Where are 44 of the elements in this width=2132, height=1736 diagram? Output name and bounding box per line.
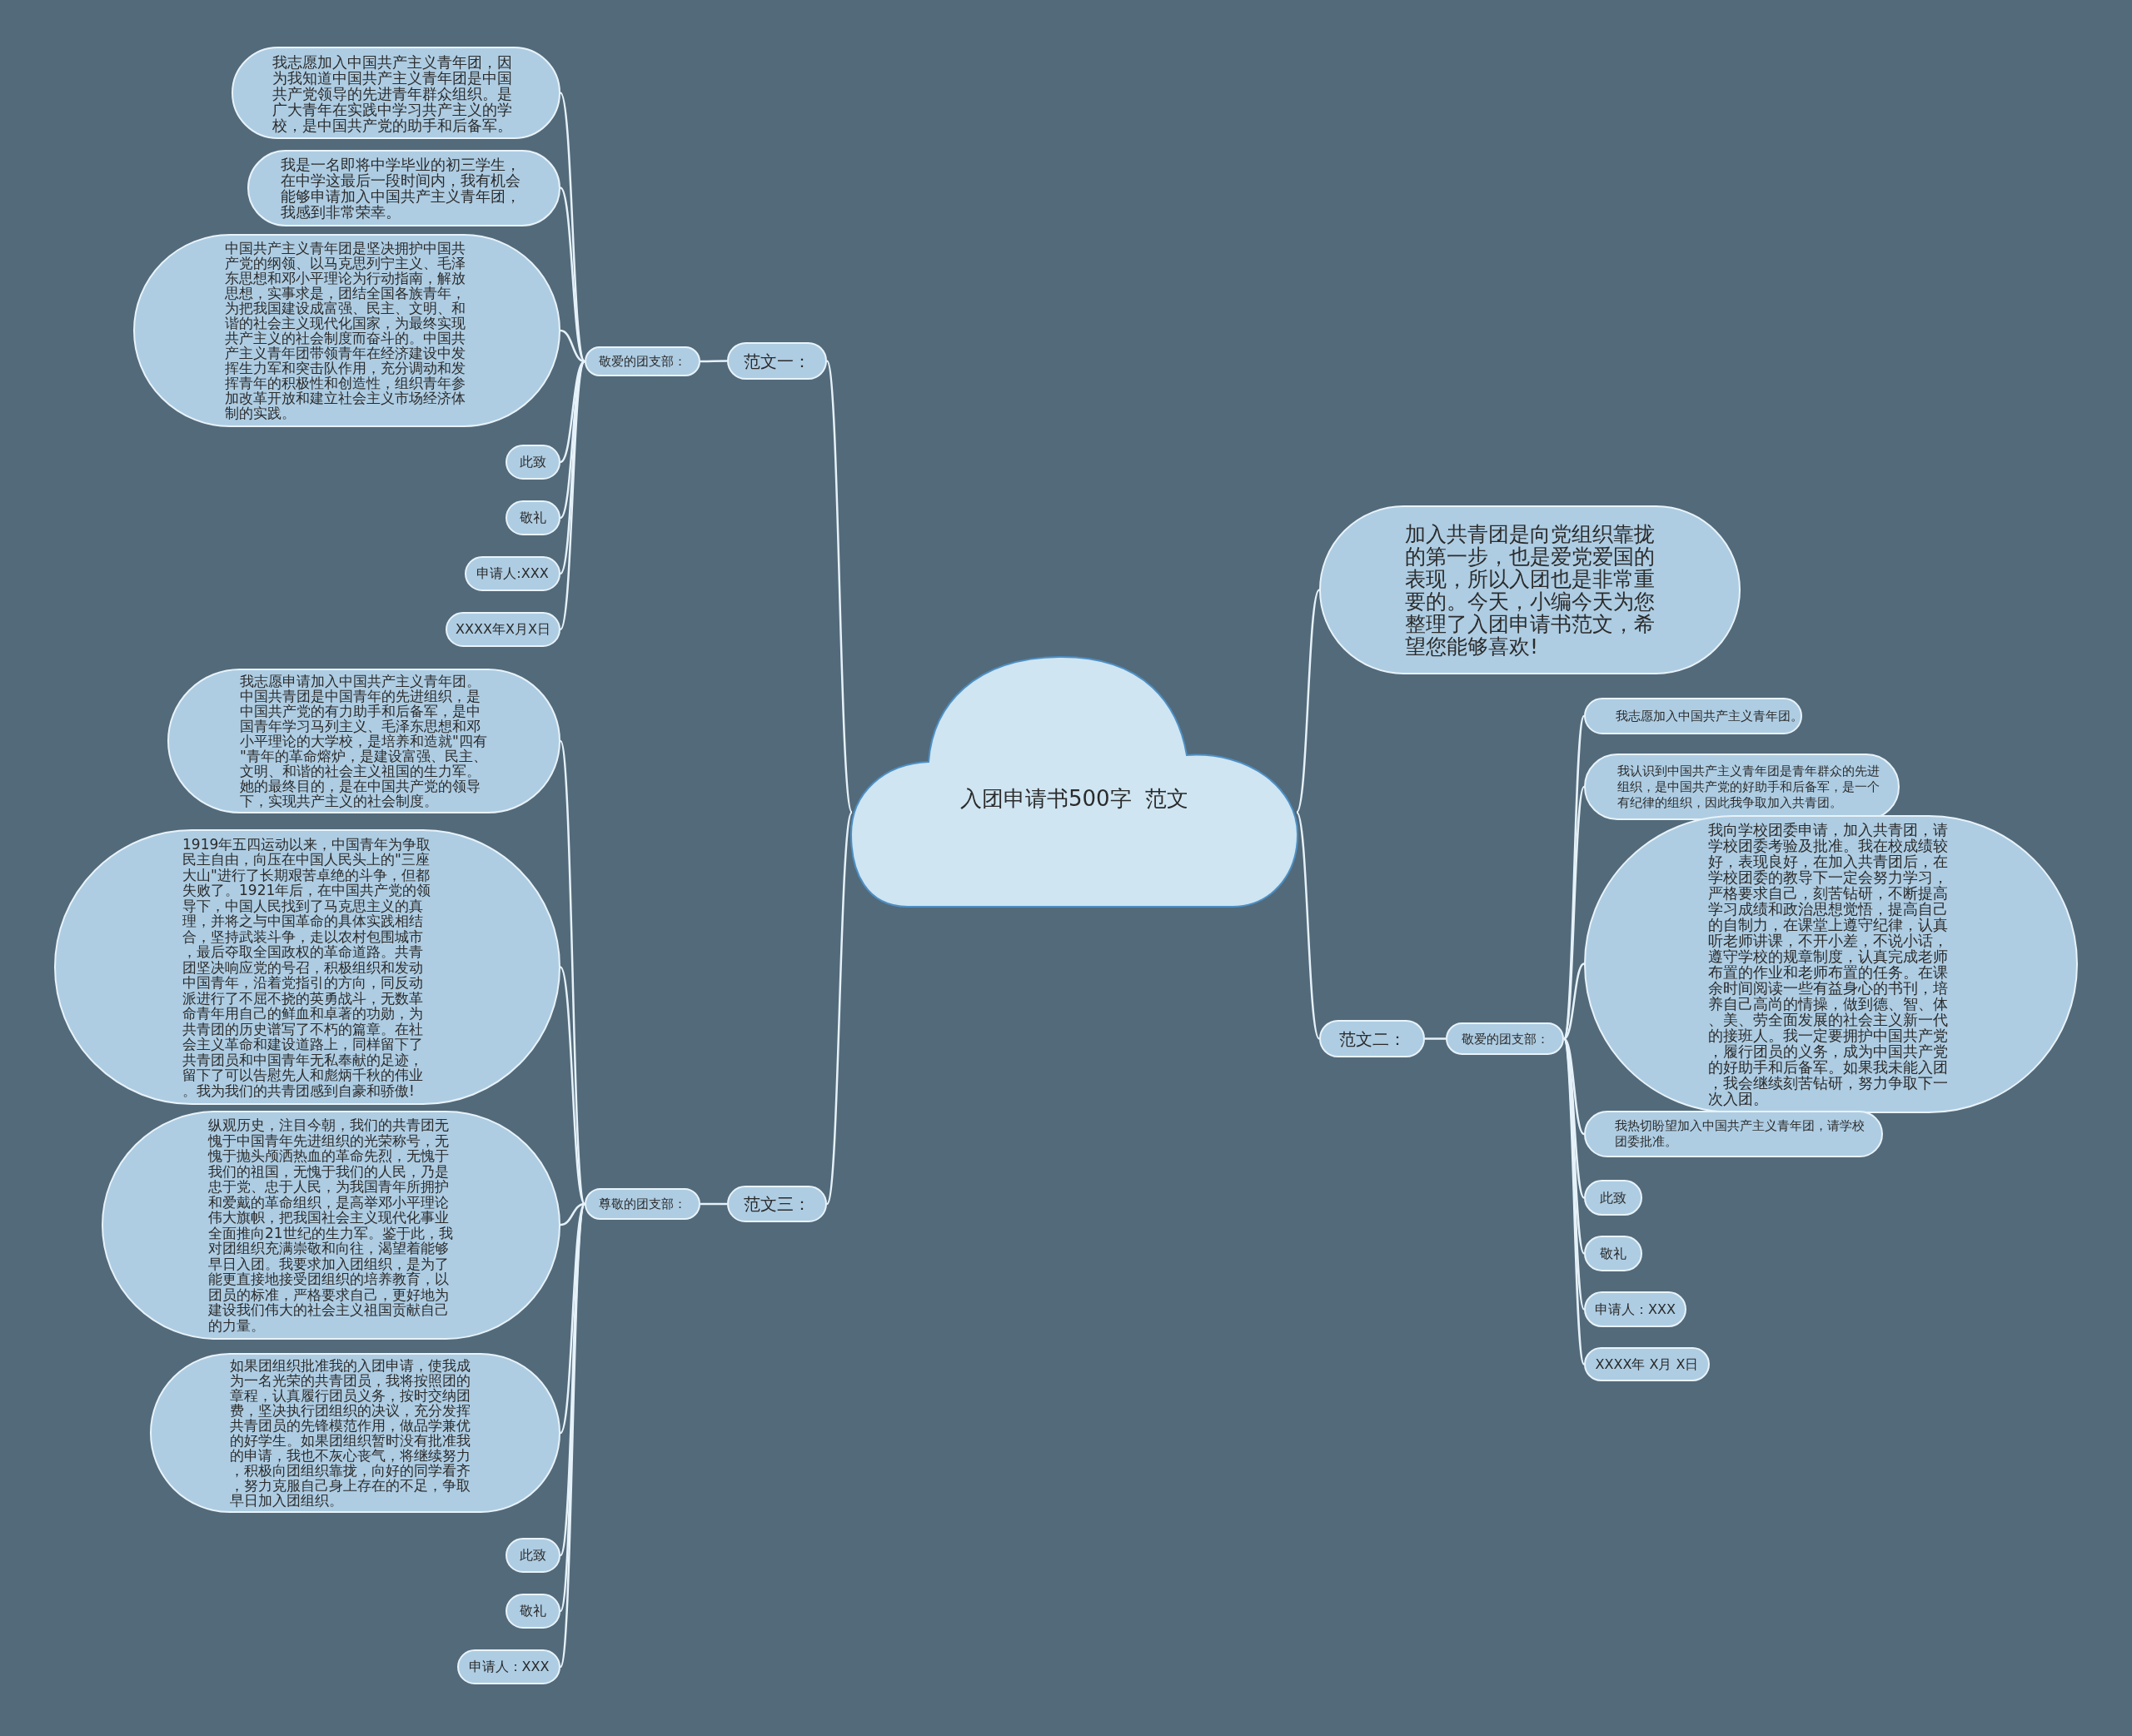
connector-line [560, 1202, 585, 1226]
text-bubble: 如果团组织批准我的入团申请，使我成为一名光荣的共青团员，我将按照团的章程，认真履行团员义务，按时交纳团费，坚决执行团组织的决议，充分发挥共青团员的先锋模范作用，做品学兼优的好学生。如果团组织暂时没有批准我的申请，我也不灰心丧气，将继续努力，积极向团组织靠拢，向好的同学看齐，努力克服自己身上存在的不足，争取早日加入团组织。 [150, 1353, 560, 1513]
branch-bubble: 范文一： [727, 342, 827, 380]
connector-line [560, 329, 585, 363]
connector-line [559, 361, 586, 575]
connector-line [700, 1202, 727, 1206]
connector-line [559, 361, 586, 630]
branch-bubble: 范文三： [727, 1186, 827, 1222]
text-bubble: 我热切盼望加入中国共产主义青年团，请学校团委批准。 [1584, 1111, 1883, 1157]
text-bubble: 此致 [506, 445, 560, 480]
text-bubble: XXXX年 X月 X日 [1584, 1347, 1710, 1381]
text-bubble: 申请人:XXX [465, 556, 560, 591]
connector-line [700, 360, 727, 363]
sub-branch-bubble: 尊敬的团支部： [585, 1188, 700, 1220]
connector-line [1425, 1037, 1446, 1040]
sub-branch-bubble: 敬爱的团支部： [1446, 1022, 1564, 1055]
text-bubble: 中国共产主义青年团是坚决拥护中国共产党的纲领、以马克思列宁主义、毛泽东思想和邓小平理论为行动指南，解放思想，实事求是，团结全国各族青年，为把我国建设成富强、民主、文明、和谐的社会主义现代化国家，为最终实现共产主义的社会制度而奋斗的。中国共产主义青年团带领青年在经济建设中发挥生力军和突击队作用，充分调动和发挥青年的积极性和创造性，组织青年参加改革开放和建立社会主义市场经济体制的实践。 [133, 234, 560, 427]
text-bubble: 敬礼 [1584, 1236, 1642, 1271]
connector-line [1563, 963, 1585, 1040]
text-bubble: 我认识到中国共产主义青年团是青年群众的先进组织，是中国共产党的好助手和后备军，是一个有纪律的组织，因此我争取加入共青团。 [1584, 754, 1900, 820]
text-bubble: 申请人：XXX [1584, 1291, 1686, 1327]
central-cloud: 入团申请书500字 范文 [849, 655, 1299, 908]
connector-line [559, 966, 586, 1205]
text-bubble: 纵观历史，注目今朝，我们的共青团无愧于中国青年先进组织的光荣称号，无愧于抛头颅洒热血的革命先烈，无愧于我们的祖国，无愧于我们的人民，乃是忠于党、忠于人民，为我国青年所拥护和爱戴的革命组织，是高举邓小平理论伟大旗帜，把我国社会主义现代化事业全面推向21世纪的生力军。鉴于此，我对团组织充满崇敬和向往，渴望着能够早日入团。我要求加入团组织，是为了能更直接地接受团组织的培养教育，以团员的标准，严格要求自己，更好地为建设我们伟大的社会主义祖国贡献自己的力量。 [102, 1110, 560, 1340]
text-bubble: 敬礼 [506, 500, 560, 535]
text-bubble: 我志愿加入中国共产主义青年团，因为我知道中国共产主义青年团是中国共产党领导的先进青年群众组织。是广大青年在实践中学习共产主义的学校，是中国共产党的助手和后备军。 [232, 47, 560, 139]
text-bubble: 此致 [506, 1538, 560, 1573]
branch-bubble: 范文二： [1319, 1020, 1425, 1057]
connector-line [560, 187, 585, 362]
text-bubble: 1919年五四运动以来，中国青年为争取民主自由，向压在中国人民头上的"三座大山"进行了长期艰苦卓绝的斗争，但都失败了。1921年后，在中国共产党的领导下，中国人民找到了马克思主义的真理，并将之与中国革命的具体实践相结合，坚持武装斗争，走以农村包围城市，最后夺取全国政权的革命道路。共青团坚决响应党的号召，积极组织和发动中国青年，沿着党指引的方向，同反动派进行了不屈不挠的英勇战斗，无数革命青年用自己的鲜血和卓著的功勋，为共青团的历史谱写了不朽的篇章。在社会主义革命和建设道路上，同样留下了共青团员和中国青年无私奉献的足迹，留下了可以告慰先人和彪炳千秋的伟业。我为我们的共青团感到自豪和骄傲! [54, 829, 560, 1105]
connector-line [825, 361, 854, 813]
text-bubble: XXXX年X月X日 [446, 612, 560, 647]
sub-branch-bubble: 敬爱的团支部： [585, 346, 700, 376]
text-bubble: 我是一名即将中学毕业的初三学生，在中学这最后一段时间内，我有机会能够申请加入中国共产主义青年团，我感到非常荣幸。 [247, 149, 560, 226]
text-bubble: 此致 [1584, 1180, 1642, 1216]
connector-line [1295, 811, 1321, 1040]
connector-line [825, 812, 854, 1205]
connector-line [1295, 589, 1321, 813]
text-bubble: 我向学校团委申请，加入共青团，请学校团委考验及批准。我在校成绩较好，表现良好，在加入共青团后，在学校团委的教导下一定会努力学习，严格要求自己，刻苦钻研，不断提高学习成绩和政治思想觉悟，提高自己的自制力，在课堂上遵守纪律，认真听老师讲课，不开小差，不说小话，遵守学校的规章制度，认真完成老师布置的作业和老师布置的任务。在课余时间阅读一些有益身心的书刊，培养自己高尚的情操，做到德、智、体、美、劳全面发展的社会主义新一代的接班人。我一定要拥护中国共产党，履行团员的义务，成为中国共产党的好助手和后备军。如果我未能入团，我会继续刻苦钻研，努力争取下一次入团。 [1584, 814, 2078, 1113]
text-bubble: 敬礼 [506, 1594, 560, 1629]
text-bubble: 加入共青团是向党组织靠拢的第一步，也是爱党爱国的表现，所以入团也是非常重要的。今天，小编今天为您整理了入团申请书范文，希望您能够喜欢! [1319, 505, 1741, 674]
text-bubble: 我志愿加入中国共产主义青年团。 [1584, 698, 1802, 734]
text-bubble: 申请人：XXX [457, 1649, 560, 1684]
text-bubble: 我志愿申请加入中国共产主义青年团。中国共青团是中国青年的先进组织，是中国共产党的有力助手和后备军，是中国青年学习马列主义、毛泽东思想和邓小平理论的大学校，是培养和造就"四有"青年的革命熔炉，是建设富强、民主、文明、和谐的社会主义祖国的生力军。她的最终目的，是在中国共产党的领导下，实现共产主义的社会制度。 [167, 669, 560, 813]
